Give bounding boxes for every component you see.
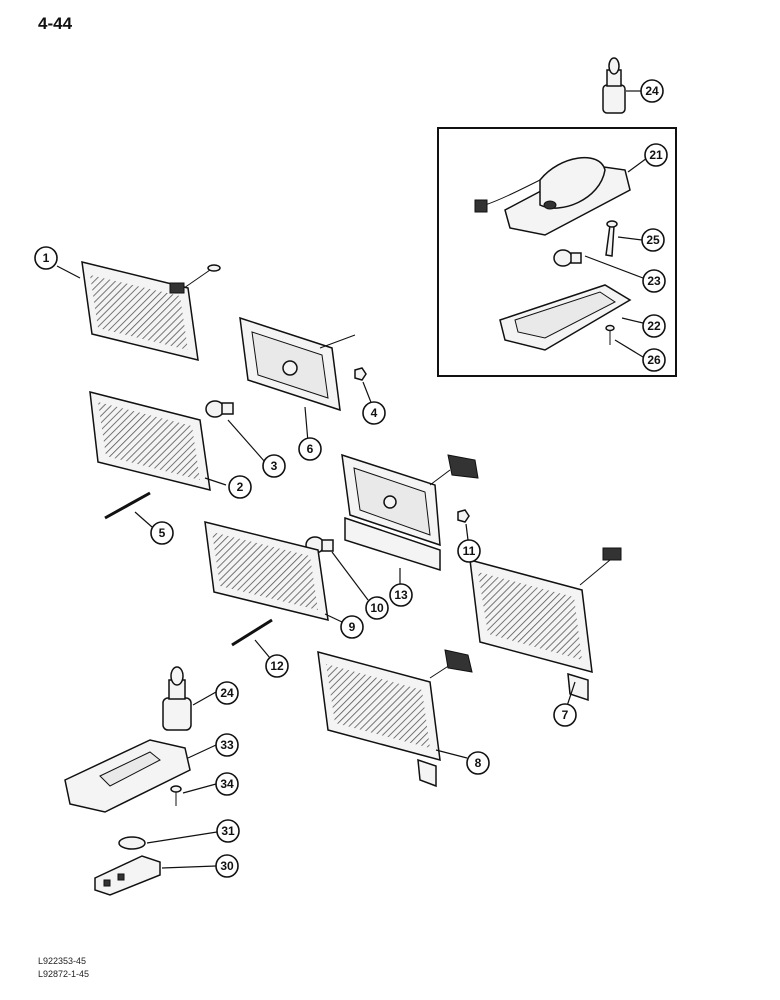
dome-lamp-housing — [474, 156, 631, 236]
svg-text:22: 22 — [647, 319, 661, 333]
leader-lines — [56, 90, 648, 869]
callout-26: 26 — [642, 348, 666, 372]
svg-text:7: 7 — [562, 708, 569, 722]
bulb-31 — [118, 836, 146, 850]
svg-text:23: 23 — [647, 274, 661, 288]
svg-text:4: 4 — [371, 406, 378, 420]
lamp-9 — [204, 521, 329, 621]
gasket-13 — [341, 453, 479, 572]
lamp-2 — [89, 391, 211, 491]
callout-4: 4 — [362, 401, 386, 425]
screw-5 — [104, 491, 151, 520]
screw-12 — [231, 618, 273, 647]
svg-text:6: 6 — [307, 442, 314, 456]
callout-30: 30 — [215, 854, 239, 878]
svg-text:30: 30 — [220, 859, 234, 873]
nut-11 — [457, 509, 470, 523]
svg-text:11: 11 — [463, 544, 476, 558]
screw-26 — [605, 324, 615, 345]
lamp-7 — [469, 547, 622, 702]
callout-3: 3 — [262, 454, 286, 478]
plate-33 — [64, 739, 191, 813]
dome-lens — [499, 284, 632, 351]
page-number: 4-44 — [38, 14, 73, 33]
callout-10: 10 — [365, 596, 389, 620]
svg-text:2: 2 — [237, 480, 244, 494]
bulb-23 — [553, 249, 582, 267]
screw-25 — [605, 220, 618, 257]
svg-text:1: 1 — [43, 251, 50, 265]
svg-text:24: 24 — [220, 686, 234, 700]
svg-text:3: 3 — [271, 459, 278, 473]
callout-2: 2 — [228, 475, 252, 499]
svg-text:31: 31 — [221, 824, 235, 838]
screw-34 — [170, 785, 182, 806]
callout-24-bottom: 24 — [215, 681, 239, 705]
svg-text:13: 13 — [394, 588, 408, 602]
callout-7: 7 — [553, 703, 577, 727]
lamp-30 — [94, 855, 161, 896]
svg-text:10: 10 — [370, 601, 384, 615]
callout-9: 9 — [340, 615, 364, 639]
gasket-6 — [239, 316, 356, 412]
callout-12: 12 — [265, 654, 289, 678]
callout-13: 13 — [389, 583, 413, 607]
callout-34: 34 — [215, 772, 239, 796]
svg-text:8: 8 — [475, 756, 482, 770]
callout-1: 1 — [34, 246, 58, 270]
callout-21: 21 — [644, 143, 668, 167]
nut-4 — [354, 367, 367, 381]
svg-text:12: 12 — [270, 659, 284, 673]
reference-code-2: L92872-1-45 — [38, 969, 90, 979]
callout-5: 5 — [150, 521, 174, 545]
callout-25: 25 — [641, 228, 665, 252]
svg-text:24: 24 — [645, 84, 659, 98]
callout-24-top: 24 — [640, 79, 664, 103]
rear-lamp-1 — [81, 261, 221, 361]
reference-code-1: L922353-45 — [38, 956, 87, 966]
callout-23: 23 — [642, 269, 666, 293]
lamp-8 — [317, 649, 473, 788]
callout-11: 11 — [457, 539, 481, 563]
bulb-socket-bottom — [162, 666, 192, 731]
callout-33: 33 — [215, 733, 239, 757]
callout-22: 22 — [642, 314, 666, 338]
bulb-3 — [205, 400, 234, 418]
svg-text:25: 25 — [646, 233, 660, 247]
svg-text:26: 26 — [647, 353, 661, 367]
callout-31: 31 — [216, 819, 240, 843]
svg-text:9: 9 — [349, 620, 356, 634]
callout-8: 8 — [466, 751, 490, 775]
svg-text:5: 5 — [159, 526, 166, 540]
bulb-socket-top — [602, 57, 626, 114]
svg-text:21: 21 — [649, 148, 663, 162]
callout-6: 6 — [298, 437, 322, 461]
inset-frame — [437, 127, 677, 377]
svg-text:34: 34 — [220, 777, 234, 791]
svg-text:33: 33 — [220, 738, 234, 752]
